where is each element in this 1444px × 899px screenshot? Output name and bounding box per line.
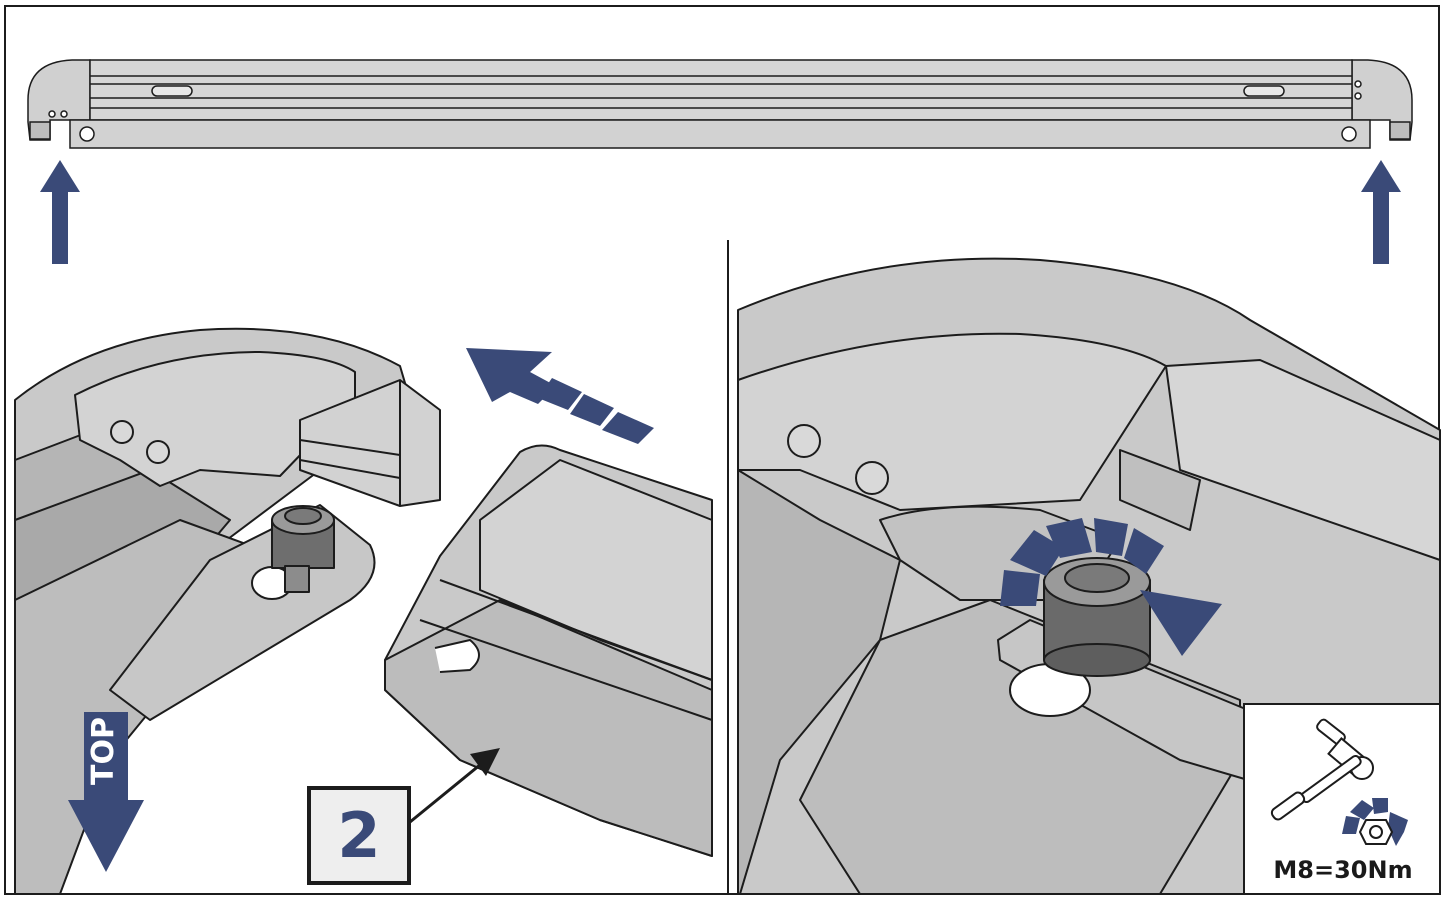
top-label: TOP <box>86 717 121 785</box>
up-arrow-icon <box>40 160 80 264</box>
leader-line <box>409 758 487 824</box>
rotate-clockwise-icon <box>1342 798 1408 846</box>
torque-inset <box>1243 703 1441 895</box>
up-arrow-icon <box>1361 160 1401 264</box>
torque-label: M8=30Nm <box>1273 856 1413 884</box>
nut <box>271 505 335 593</box>
push-direction-arrow-icon <box>466 348 654 444</box>
nut <box>1043 557 1151 677</box>
leader-arrowhead <box>470 748 500 776</box>
down-arrow-icon <box>68 712 144 872</box>
step-number: 2 <box>337 798 381 872</box>
step-box <box>307 786 411 885</box>
ratchet-wrench-icon <box>1270 718 1374 821</box>
rotate-clockwise-icon <box>1000 518 1222 656</box>
rail-overview <box>27 59 1413 149</box>
